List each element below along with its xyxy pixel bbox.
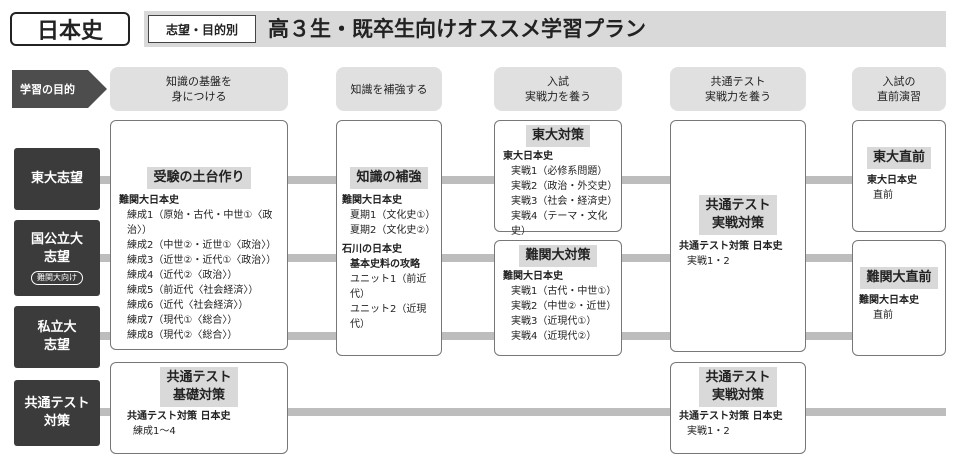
card-todai-taisaku: 東大対策 東大日本史 実戦1（必修系問題） 実戦2（政治・外交史） 実戦3（社会… bbox=[494, 120, 622, 237]
card-kiso-item-4: 練成5（前近代〈社会経済〉） bbox=[127, 285, 259, 296]
goal-2-line2: 実戦力を養う bbox=[525, 90, 591, 103]
goal-4-line2: 直前演習 bbox=[877, 90, 921, 103]
card-nankan-taisaku-title: 難関大対策 bbox=[519, 245, 597, 267]
card-kyotsu-jissen-item: 実戦1・2 bbox=[687, 256, 730, 267]
card-nankan-taisaku-sub: 難関大日本史 bbox=[503, 271, 563, 282]
goal-0: 知識の基盤を 身につける bbox=[110, 67, 288, 111]
card-kyotsu-jissen-sub: 共通テスト対策 日本史 bbox=[679, 241, 783, 252]
row-shiritsu-line2: 志望 bbox=[43, 338, 70, 353]
goal-1-line1: 知識を補強する bbox=[350, 82, 428, 96]
card-kyotsu-jissen-lower-sub: 共通テスト対策 日本史 bbox=[679, 411, 783, 422]
title-bar bbox=[144, 11, 946, 47]
category-label: 志望・目的別 bbox=[148, 15, 256, 43]
card-kyotsu-kiso-title-l1: 共通テスト bbox=[166, 370, 232, 385]
card-nankan-chokuzen-sub: 難関大日本史 bbox=[859, 295, 919, 306]
row-label-kyotsu: 共通テスト 対策 bbox=[14, 380, 100, 446]
goal-3-line2: 実戦力を養う bbox=[705, 90, 771, 103]
card-hokyo-item2-1: ユニット2（近現代） bbox=[350, 304, 427, 330]
goal-0-line1: 知識の基盤を bbox=[166, 75, 232, 88]
card-kiso-sub: 難関大日本史 bbox=[119, 195, 179, 206]
card-kyotsu-jissen: 共通テスト実戦対策 共通テスト対策 日本史 実戦1・2 bbox=[670, 120, 806, 352]
card-kiso-item-3: 練成4（近代②〈政治〉） bbox=[127, 270, 238, 281]
card-nankan-chokuzen-title: 難関大直前 bbox=[860, 267, 938, 289]
goal-2-line1: 入試 bbox=[547, 75, 569, 88]
card-nankan-taisaku: 難関大対策 難関大日本史 実戦1（古代・中世①） 実戦2（中世②・近世） 実戦3… bbox=[494, 240, 622, 356]
card-kyotsu-kiso-item: 練成1〜4 bbox=[133, 426, 176, 437]
card-todai-taisaku-sub: 東大日本史 bbox=[503, 151, 553, 162]
row-kokkou-pill: 難関大向け bbox=[31, 271, 83, 285]
row-label-kokkou: 国公立大 志望 難関大向け bbox=[14, 220, 100, 296]
row-shiritsu-line1: 私立大 bbox=[37, 320, 77, 335]
card-kyotsu-jissen-lower-title-l1: 共通テスト bbox=[705, 370, 771, 385]
card-kiso-item-1: 練成2（中世②・近世①〈政治〉） bbox=[127, 240, 277, 251]
subject-label: 日本史 bbox=[10, 12, 130, 46]
card-hokyo-item2-0: ユニット1（前近代） bbox=[350, 274, 427, 300]
goal-4-line1: 入試の bbox=[882, 75, 916, 88]
row-todai-line1: 東大志望 bbox=[30, 171, 83, 186]
card-kyotsu-kiso-title: 共通テスト基礎対策 bbox=[160, 367, 238, 407]
card-kiso-item-5: 練成6（近代〈社会経済〉） bbox=[127, 300, 249, 311]
row-label-shiritsu: 私立大 志望 bbox=[14, 306, 100, 368]
card-kyotsu-kiso-sub: 共通テスト対策 日本史 bbox=[127, 411, 231, 422]
goal-4: 入試の 直前演習 bbox=[852, 67, 946, 111]
card-todai-taisaku-item-1: 実戦2（政治・外交史） bbox=[511, 181, 618, 192]
card-kiso-title: 受験の土台作り bbox=[147, 167, 251, 189]
card-kyotsu-jissen-title-l1: 共通テスト bbox=[705, 198, 771, 213]
goal-3-line1: 共通テスト bbox=[710, 75, 766, 88]
card-kyotsu-jissen-title-l2: 実戦対策 bbox=[711, 216, 764, 231]
card-kyotsu-kiso: 共通テスト基礎対策 共通テスト対策 日本史 練成1〜4 bbox=[110, 362, 288, 454]
card-todai-chokuzen-title: 東大直前 bbox=[866, 147, 931, 169]
card-nankan-chokuzen: 難関大直前 難関大日本史 直前 bbox=[852, 240, 946, 356]
card-todai-chokuzen-item: 直前 bbox=[873, 190, 893, 201]
card-todai-chokuzen: 東大直前 東大日本史 直前 bbox=[852, 120, 946, 232]
goal-0-line2: 身につける bbox=[171, 90, 227, 103]
card-kiso: 受験の土台作り 難関大日本史 練成1（原始・古代・中世①〈政治〉） 練成2（中世… bbox=[110, 120, 288, 350]
row-kyotsu-line1: 共通テスト bbox=[24, 396, 90, 411]
goal-2: 入試 実戦力を養う bbox=[494, 67, 622, 111]
card-nankan-chokuzen-item: 直前 bbox=[873, 310, 893, 321]
card-kyotsu-jissen-lower: 共通テスト実戦対策 共通テスト対策 日本史 実戦1・2 bbox=[670, 362, 806, 454]
card-kyotsu-jissen-lower-title: 共通テスト実戦対策 bbox=[699, 367, 777, 407]
goal-arrow-label: 学習の目的 bbox=[12, 70, 107, 108]
card-todai-chokuzen-sub: 東大日本史 bbox=[867, 175, 917, 186]
row-kyotsu-line2: 対策 bbox=[43, 414, 70, 429]
card-kyotsu-jissen-lower-title-l2: 実戦対策 bbox=[711, 388, 764, 403]
card-nankan-taisaku-item-1: 実戦2（中世②・近世） bbox=[511, 301, 617, 312]
card-hokyo-sub: 難関大日本史 bbox=[342, 195, 402, 206]
card-hokyo-item-1: 夏期2（文化史②） bbox=[350, 225, 436, 236]
page-title: 高３生・既卒生向けオススメ学習プラン bbox=[268, 17, 646, 41]
card-todai-taisaku-item-2: 実戦3（社会・経済史） bbox=[511, 196, 618, 207]
card-todai-taisaku-item-3: 実戦4（テーマ・文化史） bbox=[511, 211, 608, 237]
track-kyotsu bbox=[100, 408, 946, 416]
row-kokkou-line1: 国公立大 bbox=[30, 232, 83, 247]
card-kyotsu-jissen-title: 共通テスト実戦対策 bbox=[699, 195, 777, 235]
card-nankan-taisaku-item-0: 実戦1（古代・中世①） bbox=[511, 286, 617, 297]
card-kiso-item-7: 練成8（現代②〈総合〉） bbox=[127, 330, 238, 341]
card-hokyo-item-0: 夏期1（文化史①） bbox=[350, 210, 436, 221]
card-todai-taisaku-title: 東大対策 bbox=[525, 125, 590, 147]
card-kiso-item-0: 練成1（原始・古代・中世①〈政治〉） bbox=[127, 210, 273, 236]
card-hokyo-title: 知識の補強 bbox=[350, 167, 428, 189]
goal-1: 知識を補強する bbox=[336, 67, 442, 111]
card-nankan-taisaku-item-2: 実戦3（近現代①） bbox=[511, 316, 597, 327]
card-hokyo-sub2a: 石川の日本史 bbox=[342, 244, 402, 255]
row-label-todai: 東大志望 bbox=[14, 148, 100, 210]
card-hokyo: 知識の補強 難関大日本史 夏期1（文化史①） 夏期2（文化史②） 石川の日本史 … bbox=[336, 120, 442, 356]
row-kokkou-line2: 志望 bbox=[43, 250, 70, 265]
card-todai-taisaku-item-0: 実戦1（必修系問題） bbox=[511, 166, 608, 177]
card-kiso-item-2: 練成3（近世②・近代①〈政治〉） bbox=[127, 255, 277, 266]
card-kyotsu-jissen-lower-item: 実戦1・2 bbox=[687, 426, 730, 437]
goal-3: 共通テスト 実戦力を養う bbox=[670, 67, 806, 111]
card-hokyo-sub2b: 基本史料の攻略 bbox=[350, 259, 420, 270]
card-nankan-taisaku-item-3: 実戦4（近現代②） bbox=[511, 331, 597, 342]
card-kyotsu-kiso-title-l2: 基礎対策 bbox=[172, 388, 225, 403]
card-kiso-item-6: 練成7（現代①〈総合〉） bbox=[127, 315, 238, 326]
